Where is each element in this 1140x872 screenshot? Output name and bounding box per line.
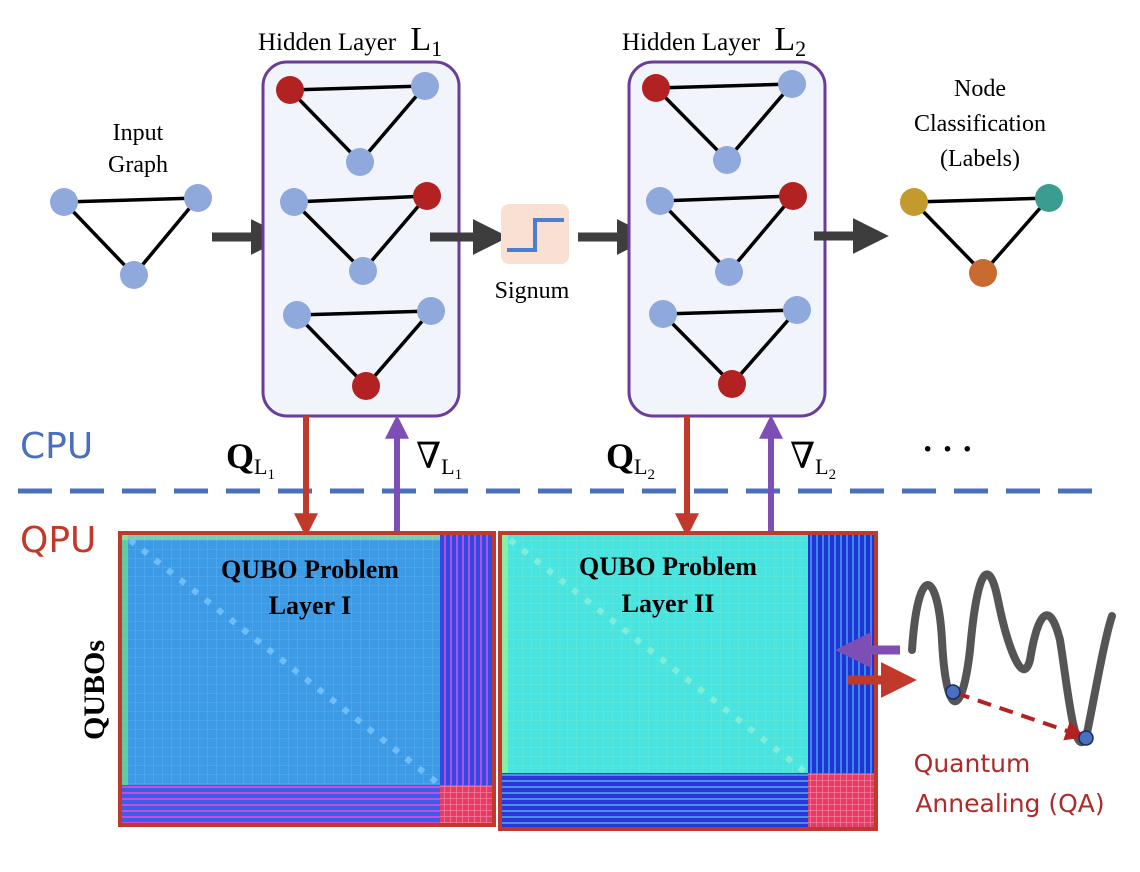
graph-node [184, 184, 212, 212]
hidden-layer-1: Hidden Layer L1 [258, 21, 461, 418]
node-red [718, 370, 746, 398]
node-red [779, 182, 807, 210]
qubo-panel-layer-2: QUBO Problem Layer II [498, 531, 878, 831]
input-graph-label-line2: Graph [108, 152, 168, 178]
graph-edge [63, 196, 199, 204]
state-dot-local-min [945, 684, 961, 700]
energy-curve [908, 570, 1116, 747]
qubo-panel-2-title-line2: Layer II [622, 589, 715, 618]
qubo-panel-1-border [118, 531, 496, 827]
step-function-icon [507, 218, 564, 252]
node-blue [417, 297, 445, 325]
node-label-orange [969, 259, 997, 287]
node-blue [783, 296, 811, 324]
graph-node [120, 261, 148, 289]
signum-block: Signum [495, 204, 570, 304]
node-blue [713, 146, 741, 174]
graph-node [50, 188, 78, 216]
hidden-layer-1-title: Hidden Layer L1 [258, 21, 442, 61]
gradient-label-layer1: ∇L1 [416, 436, 462, 483]
qa-label-line2: Annealing (QA) [915, 789, 1104, 818]
node-red [413, 182, 441, 210]
energy-landscape [908, 570, 1116, 747]
node-blue [346, 148, 374, 176]
hidden-layer-2: Hidden Layer L2 [622, 21, 827, 418]
qpu-label: QPU [20, 520, 96, 561]
node-red [276, 76, 304, 104]
qubo-panel-2-title-line1: QUBO Problem [579, 552, 757, 581]
ellipsis: · · · [922, 431, 973, 468]
signum-label: Signum [495, 278, 570, 304]
node-blue [349, 257, 377, 285]
cpu-label: CPU [20, 426, 93, 467]
node-label-teal [1035, 184, 1063, 212]
tunneling-arrow [955, 691, 1086, 741]
output-label-line3: (Labels) [940, 146, 1020, 172]
node-blue [280, 188, 308, 216]
q-label-layer2: QL2 [606, 436, 655, 483]
node-red [642, 74, 670, 102]
q-label-layer1: QL1 [226, 436, 275, 483]
node-blue [778, 70, 806, 98]
node-blue [283, 301, 311, 329]
qubos-label: QUBOs [78, 640, 111, 740]
qubo-panel-1-title-line2: Layer I [269, 591, 352, 620]
hidden-layer-2-title: Hidden Layer L2 [622, 21, 806, 61]
hidden-layer-1-box [261, 60, 461, 418]
graph-edge [132, 196, 200, 277]
input-graph-label-line1: Input [113, 120, 164, 146]
hidden-layer-2-box [627, 60, 827, 418]
qa-label-line1: Quantum [914, 749, 1031, 778]
gradient-label-layer2: ∇L2 [790, 436, 836, 483]
node-blue [411, 72, 439, 100]
node-red [352, 372, 380, 400]
output-label-line2: Classification [914, 111, 1046, 137]
node-label-yellow [900, 188, 928, 216]
qubo-panel-layer-1: QUBO Problem Layer I [118, 531, 496, 827]
output-graph: Node Classification (Labels) [900, 76, 1063, 287]
output-label-line1: Node [954, 76, 1006, 102]
qubo-panel-1-title-line1: QUBO Problem [221, 555, 399, 584]
node-blue [649, 300, 677, 328]
state-dot-global-min [1078, 730, 1094, 746]
node-blue [646, 187, 674, 215]
node-blue [715, 258, 743, 286]
graph-edge [62, 200, 136, 277]
input-graph: Input Graph [50, 120, 212, 289]
